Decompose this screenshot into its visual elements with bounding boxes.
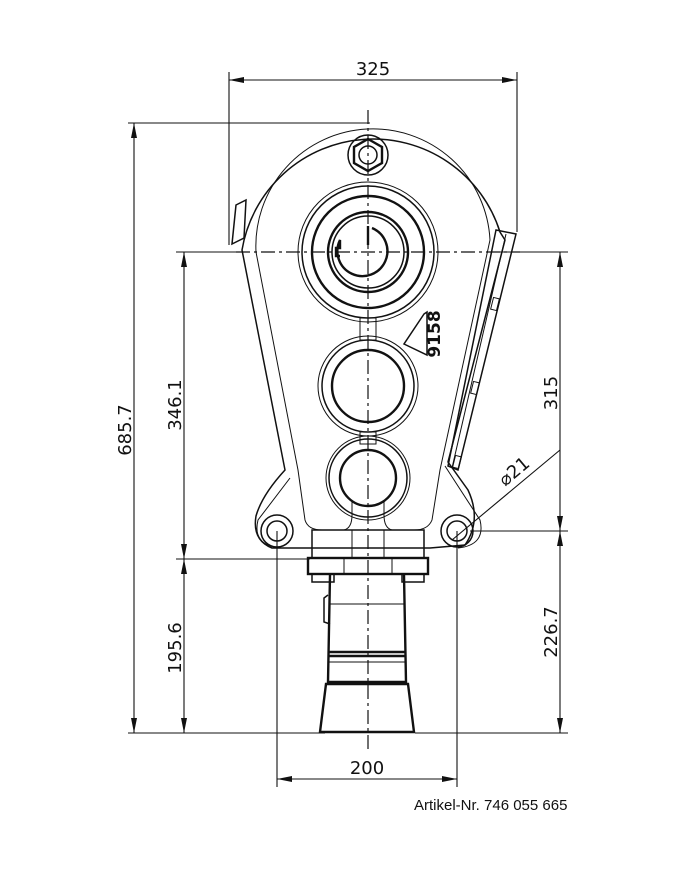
dim-226-7-label: 226.7: [541, 606, 562, 658]
dimension-346-1: 346.1: [165, 251, 310, 560]
output-shaft: [318, 574, 416, 734]
dim-315-label: 315: [541, 376, 562, 410]
dimension-diameter-21: ⌀21: [451, 449, 561, 541]
dim-325-label: 325: [356, 59, 390, 80]
top-plug: [347, 134, 389, 176]
dimension-685-7: 685.7: [115, 122, 370, 734]
lower-bearing-cover: [325, 431, 411, 521]
dimension-195-6: 195.6: [165, 559, 187, 733]
dimension-325: 325: [228, 59, 518, 245]
dimension-315: 315: [470, 251, 568, 532]
dim-346-1-label: 346.1: [165, 379, 186, 431]
gearbox-housing: [231, 128, 517, 549]
dim-685-7-label: 685.7: [115, 404, 136, 456]
stamp-triangle: 9158: [402, 310, 445, 358]
mounting-hole-left: [260, 514, 294, 548]
dim-195-6-label: 195.6: [165, 622, 186, 674]
dim-diameter-label: ⌀21: [495, 453, 534, 491]
stamp-text: 9158: [425, 310, 445, 357]
dim-200-label: 200: [350, 758, 384, 779]
mounting-hole-right: [440, 514, 474, 548]
output-flange: [306, 529, 430, 583]
dimension-226-7: 226.7: [415, 531, 568, 734]
input-shaft-bearing: [297, 181, 439, 323]
article-number: Artikel-Nr. 746 055 665: [414, 797, 568, 814]
dimension-200: 200: [276, 531, 458, 787]
center-lines: [236, 110, 520, 752]
